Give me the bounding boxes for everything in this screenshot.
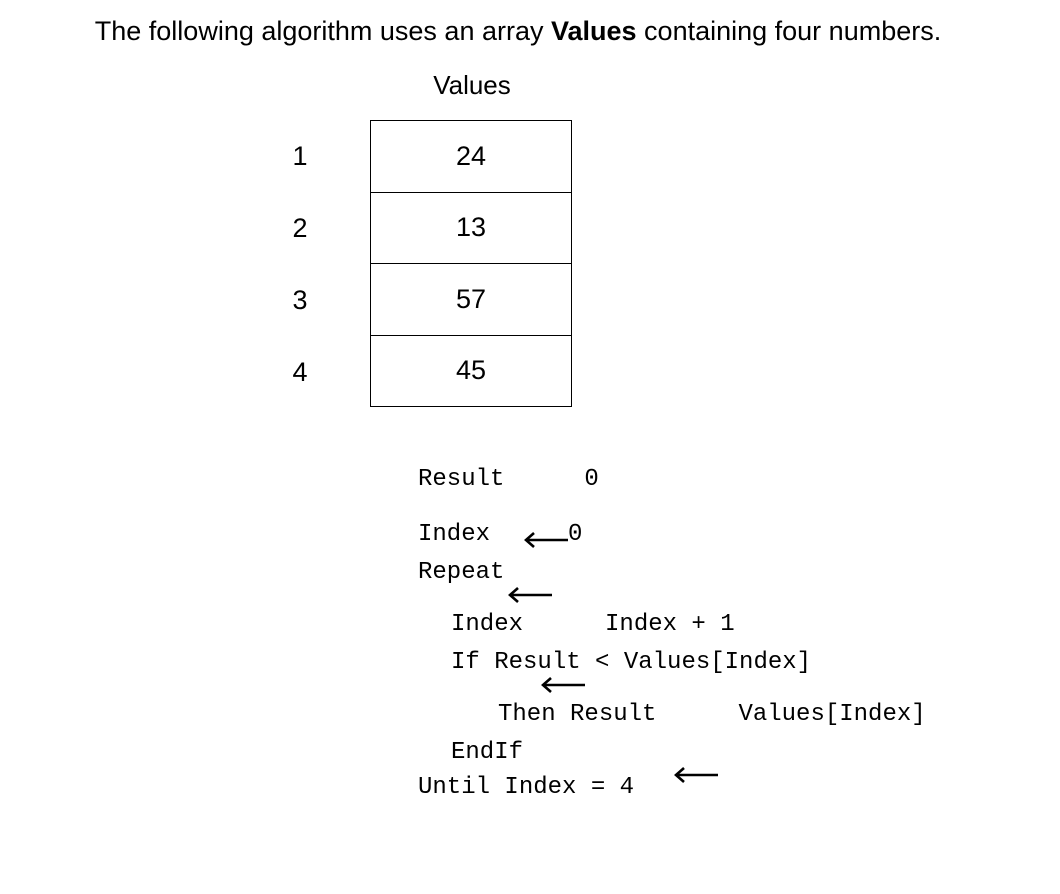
array-index: 1 (292, 140, 308, 171)
intro-text: The following algorithm uses an array Va… (0, 14, 1036, 48)
array-indices: 1 2 3 4 (270, 120, 330, 408)
code-line-then: Then Result Values[Index] (498, 700, 926, 783)
array-index: 4 (292, 356, 308, 387)
intro-after: containing four numbers. (636, 16, 942, 46)
code-token: Index (451, 611, 524, 638)
array-index: 3 (292, 284, 308, 315)
code-token: Until Index = 4 (418, 774, 635, 801)
code-token: Index (418, 521, 491, 548)
code-token: 0 (584, 466, 599, 493)
assign-arrow-icon (506, 525, 554, 603)
algorithm-code: Result 0 Index 0 Repeat Index Index + 1 … (418, 462, 926, 894)
code-token: Result (418, 466, 505, 493)
array-index: 2 (292, 212, 308, 243)
code-line-until: Until Index = 4 (418, 773, 634, 803)
code-token: If Result < Values[Index] (451, 649, 812, 676)
code-token: Index + 1 (605, 611, 735, 638)
assign-arrow-icon (522, 470, 570, 548)
array-cell: 45 (371, 336, 571, 407)
array-cell: 24 (371, 121, 571, 193)
array-cell: 57 (371, 264, 571, 336)
code-line-index-init: Index 0 (418, 520, 583, 603)
code-token: 0 (568, 521, 583, 548)
code-token: Repeat (418, 559, 505, 586)
code-token: Values[Index] (738, 701, 926, 728)
code-line-increment: Index Index + 1 (451, 610, 735, 693)
code-token: EndIf (451, 739, 524, 766)
code-line-result-init: Result 0 (418, 465, 599, 548)
intro-array-name: Values (550, 16, 637, 46)
array-cell: 13 (371, 193, 571, 264)
array-title: Values (433, 70, 511, 100)
code-line-repeat: Repeat (418, 558, 504, 588)
intro-before: The following algorithm uses an array (94, 16, 551, 46)
code-token: Then Result (498, 701, 657, 728)
code-line-endif: EndIf (451, 738, 523, 768)
assign-arrow-icon (672, 705, 720, 783)
code-line-if: If Result < Values[Index] (451, 648, 811, 678)
assign-arrow-icon (539, 615, 587, 693)
values-array: 24 13 57 45 (370, 120, 572, 407)
